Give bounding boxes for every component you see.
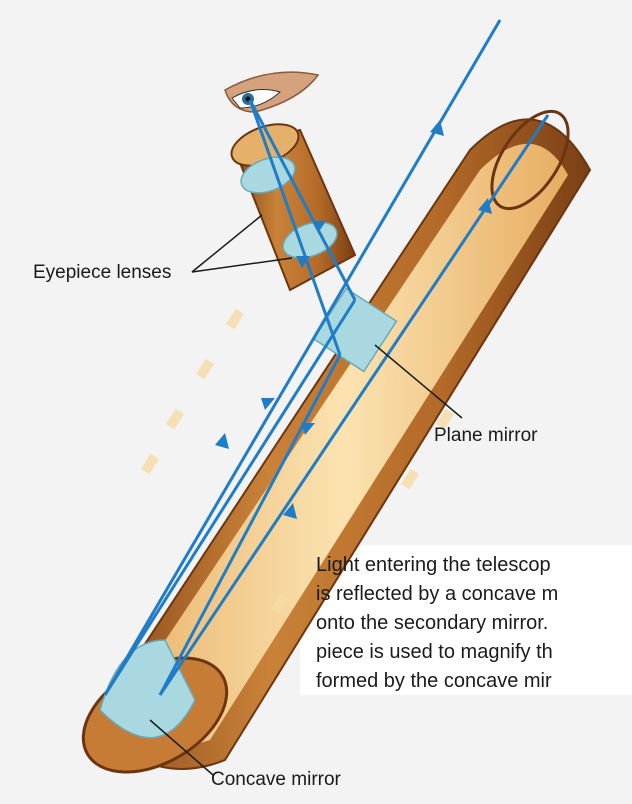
arrow-icon [215,433,229,449]
caption-line-4: piece is used to magnify th [316,638,553,666]
label-eyepiece-lenses: Eyepiece lenses [33,262,171,284]
label-concave-mirror: Concave mirror [211,769,341,791]
caption-line-1: Light entering the telescop [316,551,551,579]
label-plane-mirror: Plane mirror [434,425,537,447]
eye-icon [225,72,318,112]
ray-incoming-2 [160,115,548,695]
caption-line-5: formed by the concave mir [316,667,552,695]
caption-line-3: onto the secondary mirror. [316,609,548,637]
caption-line-2: is reflected by a concave m [316,580,558,608]
